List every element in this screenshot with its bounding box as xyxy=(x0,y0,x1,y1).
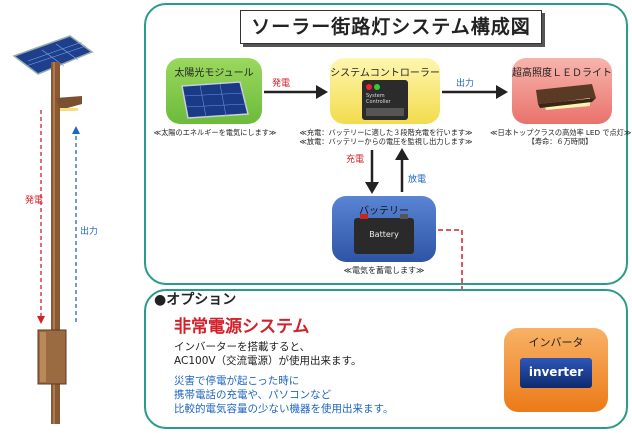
led-light-caption-2: 【寿命：６万時間】 xyxy=(527,137,593,146)
battery-terminal-minus xyxy=(400,214,408,219)
pole-output-label: 出力 xyxy=(80,227,99,237)
solar-module-caption: ≪太陽のエネルギーを電気にします≫ xyxy=(153,128,277,137)
battery-label: バッテリー xyxy=(359,206,409,217)
inverter-device-icon: inverter xyxy=(520,358,592,388)
system-controller-node: システムコントローラー System Controller xyxy=(330,58,440,124)
battery-terminal-plus xyxy=(360,214,368,219)
option-note-3: 比較的電気容量の少ない機器を使用出来ます。 xyxy=(174,403,394,415)
option-note-2: 携帯電話の充電や、パソコンなど xyxy=(174,389,332,401)
battery-icon: Battery xyxy=(354,214,414,254)
battery-caption: ≪電気を蓄電します≫ xyxy=(343,266,425,275)
solar-panel-icon xyxy=(181,81,249,119)
controller-terminal-strip xyxy=(366,108,404,116)
arrow-label-charging: 充電 xyxy=(346,155,365,165)
arrow-label-discharging: 放電 xyxy=(408,175,427,185)
system-controller-caption-2: ≪放電：バッテリーからの電圧を監視し出力します≫ xyxy=(299,137,473,146)
pole xyxy=(51,62,60,424)
option-note-1: 災害で停電が起こった時に xyxy=(174,375,300,387)
controller-led-red xyxy=(366,84,372,90)
led-light-label: 超高照度ＬＥＤライト xyxy=(512,68,612,79)
pole-led-icon xyxy=(60,108,78,111)
pole-light-arm xyxy=(56,96,82,110)
inverter-node: インバータ inverter xyxy=(504,328,608,412)
led-light-caption-1: ≪日本トップクラスの高効率 LED で点灯≫ xyxy=(490,128,632,137)
system-controller-caption-1: ≪充電：バッテリーに適した３段階充電を行います≫ xyxy=(299,128,473,137)
led-lamp-icon xyxy=(536,84,596,110)
option-header: ●オプション xyxy=(154,292,237,308)
system-controller-label: システムコントローラー xyxy=(330,68,440,79)
option-line-2: AC100V（交流電源）が使用出来ます。 xyxy=(174,355,362,367)
arrow-label-output: 出力 xyxy=(456,79,475,89)
controller-device-icon: System Controller xyxy=(362,80,408,120)
controller-screen-text: System Controller xyxy=(366,93,391,105)
pole-charge-label: 発電 xyxy=(25,196,44,206)
battery-node: バッテリー Battery xyxy=(332,196,436,262)
battery-body-text: Battery xyxy=(369,230,399,239)
arrow-label-charge-gen: 発電 xyxy=(272,79,291,89)
solar-module-label: 太陽光モジュール xyxy=(174,68,254,79)
led-light-node: 超高照度ＬＥＤライト xyxy=(512,58,612,124)
diagram-title: ソーラー街路灯システム構成図 xyxy=(240,10,542,44)
option-line-1: インバーターを搭載すると、 xyxy=(174,341,311,353)
option-system-name: 非常電源システム xyxy=(174,317,310,337)
inverter-body-text: inverter xyxy=(528,365,584,379)
pole-drawing xyxy=(12,35,94,424)
controller-led-green xyxy=(374,84,380,90)
inverter-label: インバータ xyxy=(528,336,584,349)
solar-module-node: 太陽光モジュール xyxy=(166,58,262,124)
